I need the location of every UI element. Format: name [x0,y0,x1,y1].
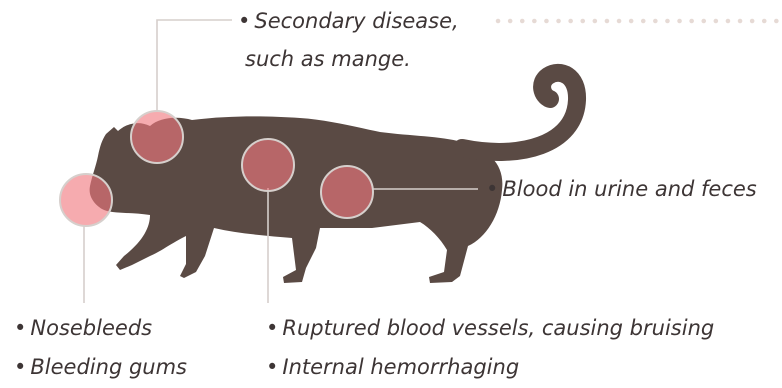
label-nosebleeds-text: Nosebleeds [30,316,152,340]
bullet-icon: • [266,316,278,340]
highlight-skin-icon [131,111,183,163]
bullet-icon: • [14,316,26,340]
label-secondary-line2-text: such as mange. [245,47,411,71]
highlight-abdomen-icon [321,166,373,218]
highlight-chest-icon [242,139,294,191]
highlight-nose-icon [60,174,112,226]
label-bleeding-gums-text: Bleeding gums [30,355,187,379]
label-secondary-disease: •Secondary disease, [238,8,459,34]
label-secondary-line2: such as mange. [245,46,411,72]
bullet-icon: • [238,9,250,33]
label-bleeding-gums: •Bleeding gums [14,354,187,380]
bullet-icon: • [266,355,278,379]
label-secondary-line1: Secondary disease, [254,9,458,33]
cat-tail [462,73,577,152]
label-internal-hemorrhaging: •Internal hemorrhaging [266,354,519,380]
label-ruptured-vessels-text: Ruptured blood vessels, causing bruising [282,316,714,340]
label-blood-urine: •Blood in urine and feces [486,176,757,202]
bullet-icon: • [486,177,498,201]
label-internal-hemorrhaging-text: Internal hemorrhaging [282,355,519,379]
bullet-icon: • [14,355,26,379]
label-ruptured-vessels: •Ruptured blood vessels, causing bruisin… [266,315,714,341]
label-blood-urine-text: Blood in urine and feces [502,177,756,201]
leader-secondary [157,20,232,110]
label-nosebleeds: •Nosebleeds [14,315,152,341]
